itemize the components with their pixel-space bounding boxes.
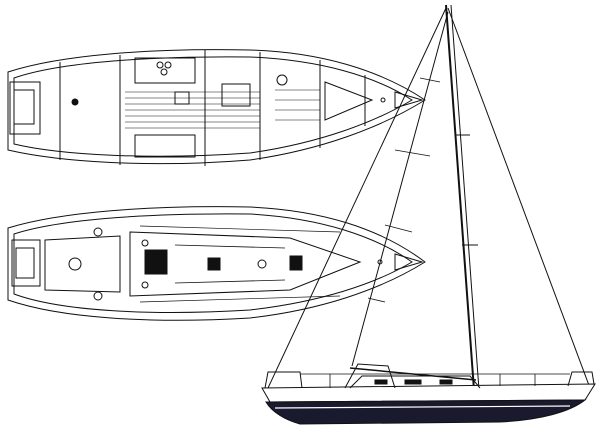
winch bbox=[93, 291, 103, 301]
stove-burner bbox=[156, 61, 164, 69]
helm bbox=[68, 257, 82, 271]
transom-locker bbox=[11, 239, 41, 287]
bow-fitting bbox=[394, 91, 424, 109]
winch bbox=[141, 239, 149, 247]
leech-battens bbox=[367, 77, 441, 303]
forward-hatch bbox=[289, 255, 303, 271]
mast-aft-face bbox=[450, 4, 480, 391]
bow-roller bbox=[394, 253, 424, 271]
mast-step bbox=[257, 259, 267, 269]
deck-hull-outline bbox=[7, 206, 426, 321]
boot-stripe bbox=[274, 405, 571, 409]
bow-pulpit bbox=[567, 371, 595, 387]
portlight bbox=[374, 379, 388, 385]
interior-inner-outline bbox=[13, 56, 413, 157]
dodger bbox=[344, 363, 396, 389]
stern-pulpit bbox=[264, 371, 303, 389]
coachroof bbox=[129, 231, 362, 297]
saloon-table bbox=[221, 83, 251, 107]
interior-hull-outline bbox=[7, 49, 426, 165]
chart-table bbox=[134, 134, 196, 158]
cabin-trunk bbox=[349, 375, 481, 389]
sail-plan-profile bbox=[261, 4, 596, 425]
galley-counter bbox=[134, 57, 196, 84]
sink bbox=[174, 91, 190, 105]
mast bbox=[445, 4, 475, 391]
deck-plan bbox=[7, 206, 426, 321]
forestay bbox=[447, 7, 591, 389]
saloon-sole bbox=[125, 89, 320, 129]
backstay bbox=[267, 7, 447, 389]
interior-plan bbox=[7, 49, 426, 166]
lifeline-stanchions bbox=[300, 373, 570, 388]
head-toilet bbox=[276, 74, 288, 86]
portlight bbox=[404, 379, 422, 385]
companionway-hatch bbox=[144, 249, 168, 275]
spreaders bbox=[455, 134, 478, 246]
cockpit bbox=[44, 235, 121, 293]
hull-underbody bbox=[265, 399, 587, 425]
toe-rail bbox=[13, 213, 413, 313]
mainsail-leech bbox=[351, 11, 449, 367]
winch bbox=[93, 227, 103, 237]
hatch bbox=[207, 257, 221, 271]
transom-seat bbox=[9, 81, 41, 135]
topsides bbox=[261, 383, 596, 403]
winch bbox=[141, 281, 149, 289]
portlight bbox=[439, 379, 453, 385]
v-berth bbox=[324, 81, 374, 121]
